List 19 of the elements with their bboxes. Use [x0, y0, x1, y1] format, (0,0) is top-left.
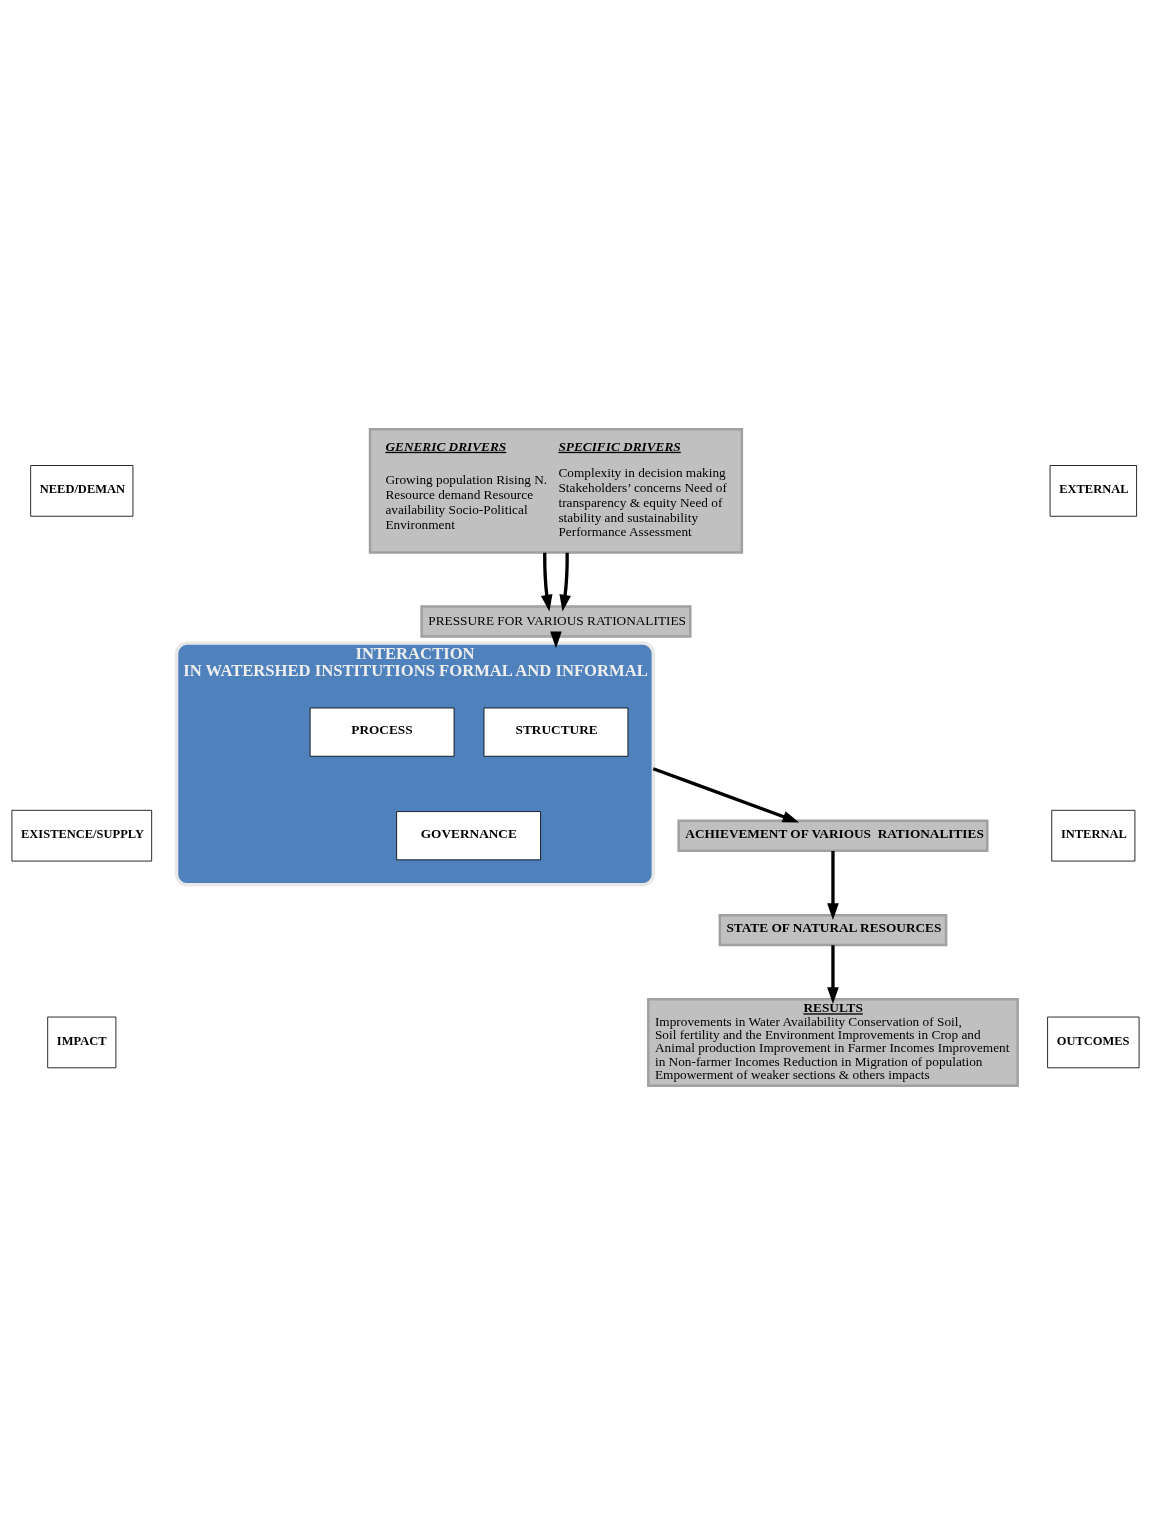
node-box: GENERIC DRIVERS SPECIFIC DRIVERS Growing population Rising N. Resource demand Resource availability Socio-Political Environment Complexity in decision making Stakeholders’ concerns Need of transparency & equity Need of stability and sustainability Performance Assessment [368, 428, 744, 554]
arrow [559, 552, 571, 612]
node-box: STRUCTURE [483, 707, 629, 757]
node-box: STATE OF NATURAL RESOURCES [718, 913, 948, 947]
arrow [827, 851, 839, 920]
arrow [652, 767, 800, 823]
node-box: GOVERNANCE [396, 811, 541, 861]
node-box: EXTERNAL [1049, 465, 1137, 517]
arrow [540, 552, 553, 612]
node-box: EXISTENCE/SUPPLY [11, 809, 153, 862]
node-box: INTERNAL [1051, 809, 1136, 862]
node-box: OUTCOMES [1047, 1016, 1140, 1069]
arrow [827, 945, 839, 1005]
node-box: IMPACT [47, 1016, 117, 1069]
arrow [550, 631, 562, 649]
node-box: RESULTS Improvements in Water Availability Conservation of Soil, Soil fertility and the Environment Improvements in Crop and Animal production Improvement in Farmer Incomes Improvement in Non-farmer Incomes Reduction in Migration of population Empowerment of weaker sections & others impacts [647, 997, 1019, 1087]
node-box: PROCESS [309, 707, 455, 757]
node-box: NEED/DEMAN [30, 465, 134, 517]
node-box: ACHIEVEMENT OF VARIOUS RATIONALITIES [677, 819, 989, 852]
